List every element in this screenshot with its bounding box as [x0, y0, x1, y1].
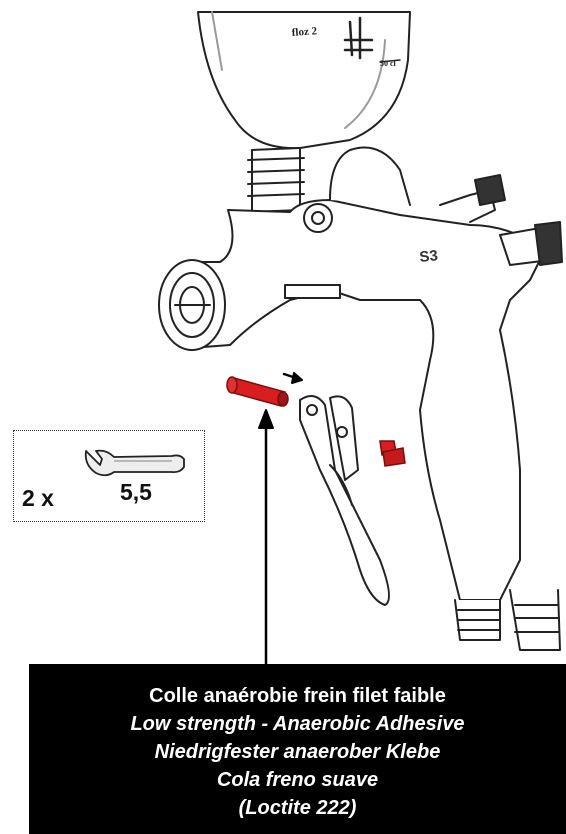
cup-graduation-label: floz 2	[291, 25, 318, 39]
wrench-size: 5,5	[120, 479, 152, 505]
paint-cup	[197, 11, 411, 150]
adhesive-note: Colle anaérobie frein filet faible Low s…	[29, 664, 566, 834]
cup-unit-label: 50 cl	[380, 59, 397, 68]
wrench-icon	[84, 449, 185, 477]
note-line-german: Niedrigfester anaerober Klebe	[154, 741, 441, 763]
wrench-quantity: 2 x	[22, 485, 54, 511]
wrench-tool-box: 2 x 5,5	[13, 430, 205, 522]
trigger	[299, 395, 390, 606]
gun-body	[159, 146, 563, 651]
note-line-french: Colle anaérobie frein filet faible	[149, 685, 446, 707]
gun-model-label: S3	[419, 247, 439, 266]
highlighted-screw	[379, 440, 406, 467]
note-line-spanish: Cola freno suave	[216, 769, 379, 791]
note-line-english: Low strength - Anaerobic Adhesive	[130, 713, 465, 735]
air-cap	[158, 259, 226, 351]
highlighted-needle-pin	[226, 376, 289, 407]
note-line-product: (Loctite 222)	[238, 797, 357, 819]
